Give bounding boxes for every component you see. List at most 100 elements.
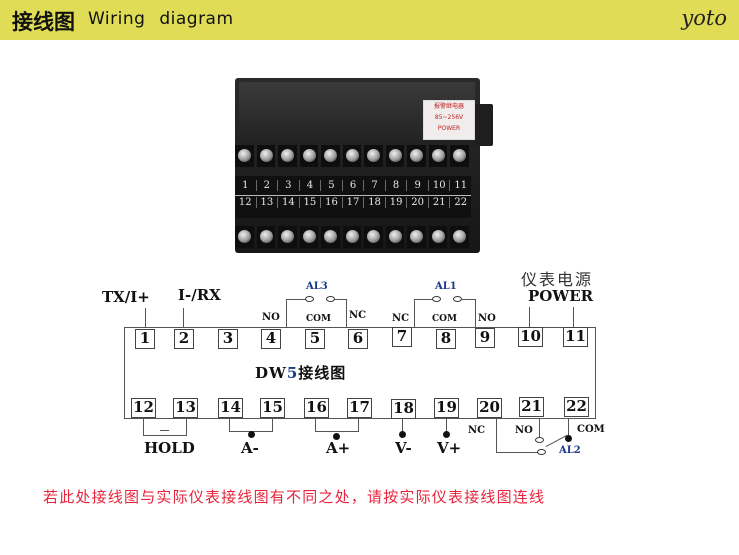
screw-terminal: [321, 226, 340, 248]
plate-number: 20: [406, 197, 428, 208]
wire-1: [145, 308, 147, 328]
screw-terminal: [299, 226, 318, 248]
al2-wire-20: [496, 419, 498, 453]
al1-contact-left: [432, 296, 441, 302]
a-plus-junction: [333, 433, 340, 440]
screw-terminal: [364, 145, 383, 167]
plate-number: 16: [320, 197, 342, 208]
plate-number: 9: [406, 180, 428, 191]
a-minus-junction: [248, 431, 255, 438]
terminal-12: 12: [131, 398, 156, 418]
terminal-21: 21: [519, 397, 544, 417]
label-al2: AL2: [559, 445, 581, 456]
screw-terminal: [342, 226, 361, 248]
label-al1: AL1: [435, 281, 457, 292]
terminal-16: 16: [304, 398, 329, 418]
label-v-plus: V+: [437, 439, 462, 457]
al1-wire-left: [414, 299, 433, 301]
al1-wire-down-right: [475, 299, 477, 327]
al2-wire-22: [568, 418, 570, 436]
terminal-14: 14: [218, 398, 243, 418]
mounting-clip: [475, 104, 493, 146]
terminal-9: 9: [475, 328, 495, 348]
plate-number: 3: [277, 180, 299, 191]
top-screw-row: [235, 145, 471, 169]
bottom-screw-row: [235, 226, 471, 250]
screw-terminal: [450, 226, 469, 248]
plate-number: 8: [384, 180, 407, 191]
device-sticker: 报警继电器 85~256V POWER: [423, 100, 475, 140]
v-minus-junction: [399, 431, 406, 438]
plate-number: 4: [298, 180, 321, 191]
al2-common-junction: [565, 435, 572, 442]
screw-terminal: [256, 145, 275, 167]
brand-logo: yoto: [681, 6, 727, 30]
plate-number: 12: [238, 197, 252, 208]
plate-divider: [235, 195, 471, 196]
hold-switch-icon: [160, 430, 169, 432]
screw-terminal: [235, 226, 254, 248]
instrument-outline: [124, 327, 596, 419]
sticker-line-1: 报警继电器: [433, 103, 464, 110]
a-plus-wire-left: [315, 419, 317, 431]
plate-number: 10: [427, 180, 450, 191]
device-rear-photo: 报警继电器 85~256V POWER 1 2 3 4 5 6 7 8 9 10…: [225, 70, 495, 260]
label-nc-6: NC: [349, 310, 367, 321]
a-minus-wire-right: [272, 419, 274, 431]
v-minus-wire: [402, 419, 404, 433]
terminal-22: 22: [564, 397, 589, 417]
screw-terminal: [235, 145, 254, 167]
terminal-11: 11: [563, 327, 588, 347]
plate-number: 13: [255, 197, 278, 208]
al2-wire-bottom: [496, 452, 538, 454]
label-power-en: POWER: [528, 287, 594, 305]
plate-number: 2: [255, 180, 278, 191]
plate-number: 21: [427, 197, 450, 208]
terminal-7: 7: [392, 327, 412, 347]
header-bar: 接线图 Wiring diagram yoto: [0, 0, 739, 40]
al3-wire-down-left: [286, 299, 288, 327]
label-no-4: NO: [262, 312, 280, 323]
screw-terminal: [385, 145, 404, 167]
top-number-row: 1 2 3 4 5 6 7 8 9 10 11: [235, 180, 471, 191]
wire-10: [529, 307, 531, 328]
label-nc-20: NC: [468, 425, 486, 436]
terminal-18: 18: [391, 399, 416, 419]
a-plus-wire-right: [358, 419, 360, 431]
v-plus-junction: [443, 431, 450, 438]
label-com-22: COM: [577, 424, 605, 435]
screw-terminal: [299, 145, 318, 167]
al2-contact-no: [535, 437, 544, 443]
label-hold: HOLD: [144, 439, 195, 457]
label-a-plus: A+: [326, 439, 351, 457]
title-english: Wiring diagram: [88, 9, 234, 29]
terminal-17: 17: [347, 398, 372, 418]
terminal-6: 6: [348, 329, 368, 349]
terminal-2: 2: [174, 329, 194, 349]
al3-contact-left: [305, 296, 314, 302]
screw-terminal: [428, 145, 447, 167]
screw-terminal: [278, 226, 297, 248]
plate-number: 11: [449, 180, 471, 191]
hold-wire-left: [143, 419, 145, 435]
al1-wire-down-left: [414, 299, 416, 327]
hold-wire-bottom: [143, 435, 187, 437]
al3-wire-left: [286, 299, 306, 301]
label-i-minus-rx: I-/RX: [178, 286, 221, 304]
bottom-number-row: 12 13 14 15 16 17 18 19 20 21 22: [235, 197, 471, 208]
plate-number: 5: [320, 180, 342, 191]
plate-number: 7: [363, 180, 385, 191]
terminal-19: 19: [434, 398, 459, 418]
v-plus-wire: [446, 419, 448, 433]
diagram-title: DW5接线图: [255, 362, 346, 383]
terminal-4: 4: [261, 329, 281, 349]
plate-number: 22: [449, 197, 471, 208]
title-suffix: 接线图: [298, 364, 347, 382]
al1-wire-right: [462, 299, 476, 301]
label-no-9: NO: [478, 313, 496, 324]
screw-terminal: [450, 145, 469, 167]
label-al3: AL3: [306, 281, 328, 292]
label-nc-7: NC: [392, 313, 410, 324]
screw-terminal: [342, 145, 361, 167]
